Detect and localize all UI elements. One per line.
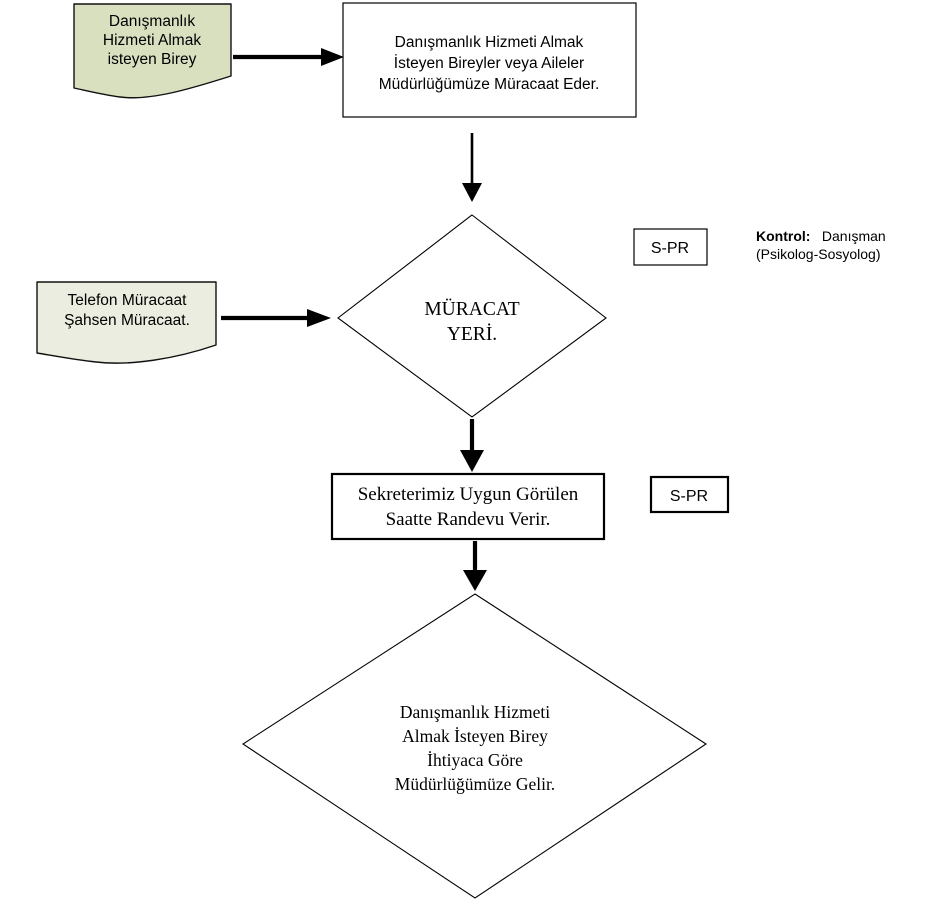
connector-callout-to-application-box	[233, 48, 344, 66]
control-note-line-1: Kontrol: Danışman	[756, 228, 886, 245]
box-secretary-line-1: Sekreterimiz Uygun Görülen	[358, 484, 579, 505]
callout-individual-line-2: Hizmeti Almak	[103, 32, 201, 49]
box-application-line-3: Müdürlüğümüze Müracaat Eder.	[379, 76, 600, 93]
connector-channel-callout-to-place-diamond	[221, 309, 331, 327]
tag-spr-middle-label: S-PR	[670, 488, 708, 505]
diamond-application-place-line-2: YERİ.	[447, 324, 497, 345]
diamond-arrival-line-2: Almak İsteyen Birey	[402, 726, 548, 746]
box-application-line-2: İsteyen Bireyler veya Aileler	[394, 54, 584, 72]
callout-application-channel-shape[interactable]	[36, 281, 217, 364]
box-application-line-1: Danışmanlık Hizmeti Almak	[395, 34, 584, 51]
callout-individual-shape[interactable]	[73, 3, 232, 99]
box-secretary-line-2: Saatte Randevu Verir.	[386, 509, 551, 530]
box-application-shape[interactable]	[342, 2, 637, 118]
control-note-label: Kontrol:	[756, 228, 810, 244]
control-note-value: Danışman	[822, 228, 886, 244]
diamond-arrival-line-1: Danışmanlık Hizmeti	[400, 702, 550, 722]
tag-spr-top-label: S-PR	[651, 240, 689, 257]
callout-application-channel-line-2: Şahsen Müracaat.	[64, 312, 190, 329]
diamond-application-place-line-1: MÜRACAT	[424, 299, 519, 320]
tag-spr-top-box[interactable]	[633, 228, 708, 266]
box-secretary-shape[interactable]	[330, 472, 606, 541]
connector-application-box-to-place-diamond	[462, 133, 482, 202]
connector-secretary-box-to-arrival-diamond	[463, 541, 487, 591]
callout-application-channel-line-1: Telefon Müracaat	[68, 292, 188, 309]
diamond-arrival-line-4: Müdürlüğümüze Gelir.	[395, 774, 555, 794]
tag-spr-middle-box[interactable]	[649, 475, 730, 514]
callout-individual-line-1: Danışmanlık	[109, 13, 195, 30]
control-note-detail: (Psikolog-Sosyolog)	[756, 246, 881, 262]
diamond-arrival-shape[interactable]	[241, 593, 708, 899]
callout-individual-line-3: isteyen Birey	[108, 51, 197, 68]
diamond-application-place-shape[interactable]	[337, 214, 607, 418]
connector-place-diamond-to-secretary-box	[460, 419, 484, 472]
diamond-arrival-line-3: İhtiyaca Göre	[427, 750, 523, 770]
